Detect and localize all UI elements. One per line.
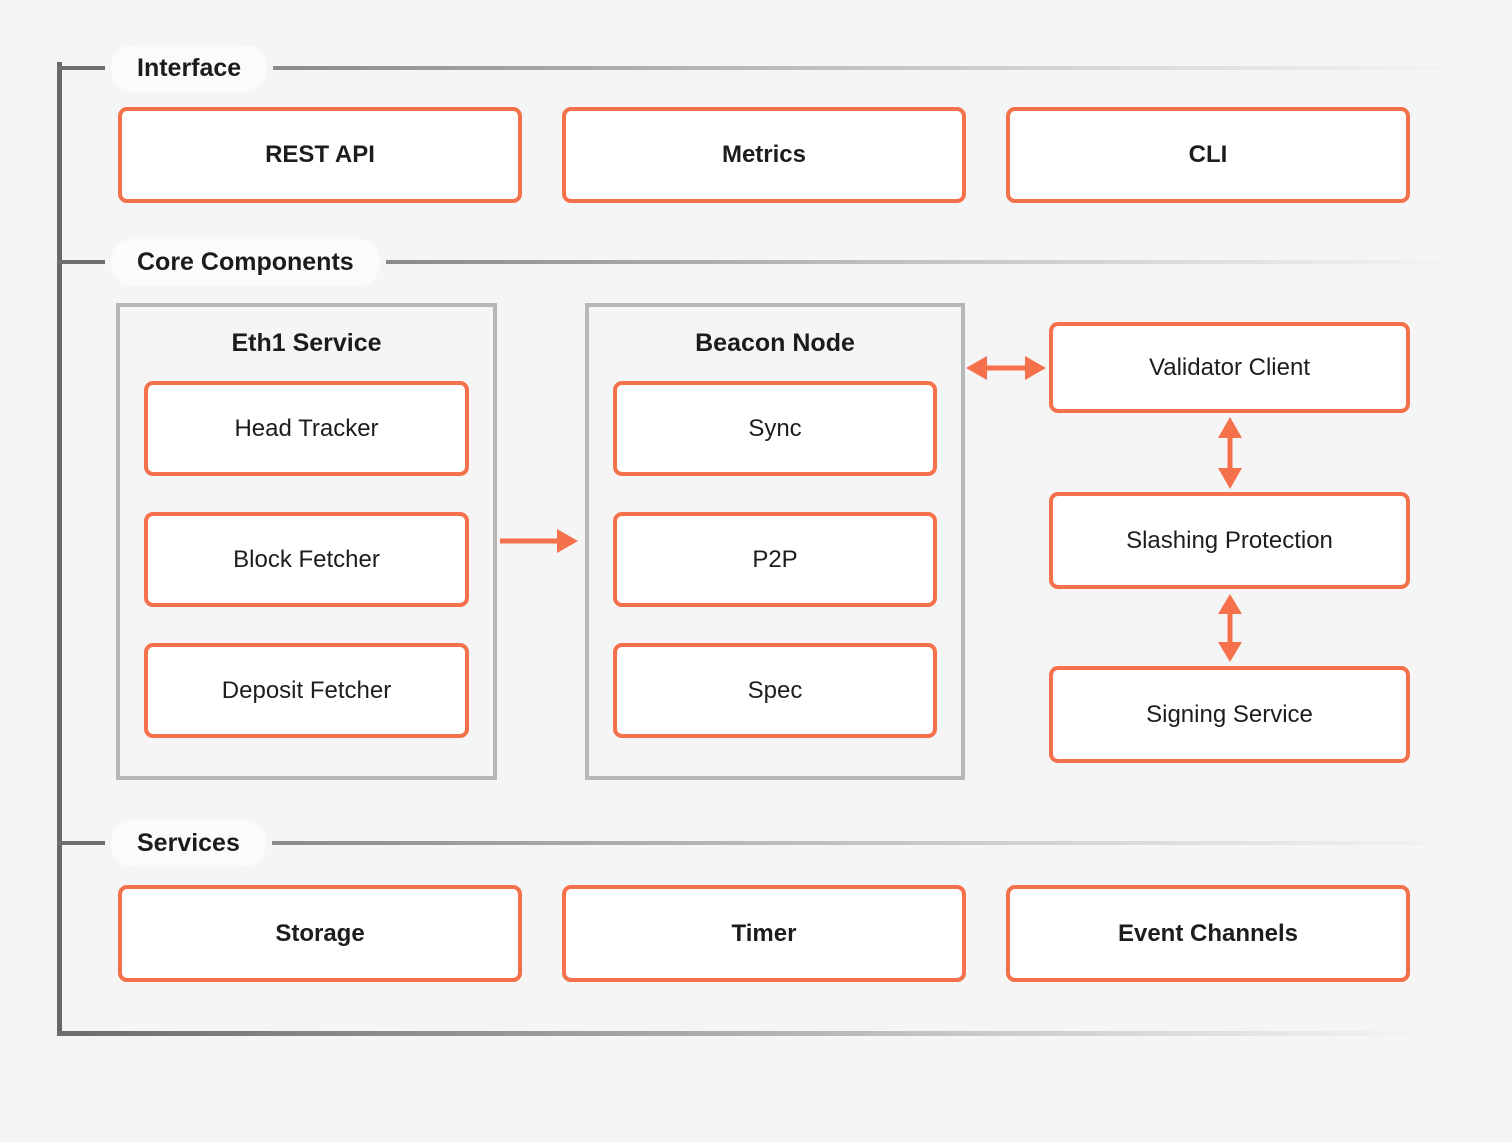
bracket-bottom-line [57, 1031, 1457, 1036]
section-stub-line [57, 66, 105, 70]
section-label-core-components: Core Components [111, 238, 380, 286]
arrow-vertical-double-icon [1217, 417, 1243, 489]
node-block-fetcher: Block Fetcher [144, 512, 469, 607]
node-spec: Spec [613, 643, 937, 738]
node-rest-api: REST API [118, 107, 522, 203]
node-deposit-fetcher: Deposit Fetcher [144, 643, 469, 738]
section-header-core-components: Core Components [57, 234, 1465, 290]
node-head-tracker: Head Tracker [144, 381, 469, 476]
node-cli: CLI [1006, 107, 1410, 203]
arrow-right-icon [500, 528, 578, 554]
section-label-interface: Interface [111, 44, 268, 92]
section-stub-line [57, 841, 105, 845]
section-rule-line [271, 841, 1465, 845]
section-header-interface: Interface [57, 40, 1465, 96]
container-title-eth1-service: Eth1 Service [231, 329, 382, 357]
node-p2p: P2P [613, 512, 937, 607]
node-storage: Storage [118, 885, 522, 982]
section-label-services: Services [111, 819, 266, 867]
container-beacon-node: Beacon Node Sync P2P Spec [585, 303, 965, 780]
arrow-horizontal-double-icon [966, 355, 1046, 381]
section-header-services: Services [57, 815, 1465, 871]
node-timer: Timer [562, 885, 966, 982]
node-slashing-protection: Slashing Protection [1049, 492, 1410, 589]
arrow-vertical-double-icon [1217, 594, 1243, 662]
container-title-beacon-node: Beacon Node [695, 329, 855, 357]
node-sync: Sync [613, 381, 937, 476]
node-event-channels: Event Channels [1006, 885, 1410, 982]
section-stub-line [57, 260, 105, 264]
node-metrics: Metrics [562, 107, 966, 203]
node-validator-client: Validator Client [1049, 322, 1410, 413]
section-rule-line [385, 260, 1465, 264]
bracket-vertical-line [57, 62, 62, 1035]
section-rule-line [273, 66, 1465, 70]
container-eth1-service: Eth1 Service Head Tracker Block Fetcher … [116, 303, 497, 780]
node-signing-service: Signing Service [1049, 666, 1410, 763]
